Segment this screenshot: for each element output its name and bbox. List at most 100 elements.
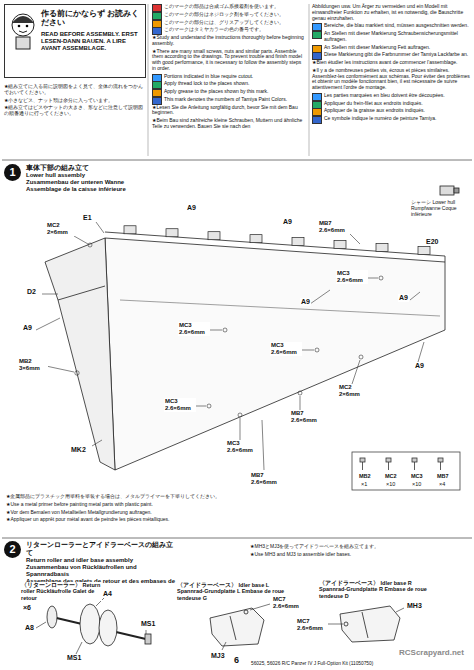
symbol-mark: [312, 31, 322, 39]
part-callout: 〈アイドラーベース〉 Idler base R Spannrad-Grundpl…: [318, 580, 430, 599]
note-text: ★Study and understand the instructions t…: [152, 35, 306, 47]
part-callout: MS1: [66, 654, 82, 662]
suspension-bracket: [166, 229, 178, 237]
part-callout: A9: [398, 294, 409, 302]
heading-text: 作る前にかならず お読みください: [41, 9, 141, 27]
part-callout: MC7 2.6×6mm: [296, 618, 328, 632]
note-text: Portions indicated in blue require cutou…: [152, 74, 306, 80]
part-callout: MB7 2.6×6mm: [290, 410, 322, 424]
note-text: ★There are many small screws, nuts and s…: [152, 49, 306, 72]
note-text: Ce symbole indique le numéro de peinture…: [312, 116, 470, 122]
part-callout: MH3: [406, 602, 423, 610]
part-callout: E1: [82, 214, 93, 222]
part-callout: ×10: [385, 481, 396, 487]
part-callout: MS1: [140, 620, 156, 628]
part-callout: A8: [24, 624, 35, 632]
symbol-mark: [312, 116, 322, 124]
note-text: ★Vor dem Bemalen von Metallteilen Metall…: [6, 510, 336, 516]
note-text: ★Use MH3 and MJ3 to assemble idler bases…: [250, 552, 466, 558]
suspension-bracket: [208, 232, 220, 240]
part-callout: ×4: [438, 481, 446, 487]
part-callout: A9: [414, 362, 425, 370]
part-callout: MC3 2.6×6mm: [336, 270, 368, 284]
note-text: Les parties marquées en bleu doivent êtr…: [312, 93, 470, 99]
heading-text: Lower hull assembly: [26, 172, 194, 179]
note-text: This mark denotes the numbers of Tamiya …: [152, 97, 306, 103]
step-number: 2: [4, 541, 21, 558]
note-text: Apply thread lock to the places shown.: [152, 81, 306, 87]
suspension-bracket: [376, 244, 388, 252]
part-callout: MC2: [384, 473, 398, 479]
part-callout: MB7: [436, 473, 450, 479]
mascot-icon: [8, 11, 38, 51]
note-text: ★Beim Bau sind zahlreiche kleine Schraub…: [152, 118, 306, 130]
part-callout: E20: [425, 238, 439, 246]
note-text: ★Use a metal primer before painting meta…: [6, 502, 336, 508]
note-text: Bereiche, die blau markiert sind, müssen…: [312, 23, 470, 29]
note-column: ★MH3とMJ3を使ってアイドラーベースを組み立てます。 ★Use MH3 and…: [250, 544, 466, 560]
suspension-bracket: [124, 226, 136, 234]
heading-text: READ BEFORE ASSEMBLY. ERST LESEN-DANN BA…: [41, 31, 141, 52]
note-text: このマークの部品は合成ゴム系接着剤を使います。: [152, 4, 306, 10]
note-text: An Stellen mit dieser Markierung Fett au…: [312, 45, 470, 51]
note-text: ★金属部品にプラスチック用塗料を塗装する場合は、メタルプライマーを下塗りしてくだ…: [6, 494, 336, 500]
part-callout: MB2: [358, 473, 372, 479]
part-callout: A9: [282, 218, 293, 226]
note-text: ★Appliquer un apprêt pour métal avant de…: [6, 517, 336, 523]
part-callout: MC3 2.6×6mm: [178, 322, 210, 336]
part-callout: MC7 2.6×6mm: [272, 596, 304, 610]
note-text: An Stellen mit dieser Markierung Schraub…: [312, 31, 470, 43]
part-callout: D2: [26, 288, 37, 296]
part-callout: MK2: [70, 446, 87, 454]
heading-text: Zusammenbau der unteren Wanne: [26, 179, 194, 186]
note-text: ★組み立てはビスやナットの大きさ、形などに注意して説明図の順番通りに行ってくださ…: [4, 105, 146, 117]
note-text: ★MH3とMJ3を使ってアイドラーベースを組み立てます。: [250, 544, 466, 550]
part-callout: A9: [186, 204, 197, 212]
note-text: ★Bien étudier les instructions avant de …: [312, 60, 470, 66]
suspension-bracket: [292, 238, 304, 246]
note-text: このマークはタミヤカラーの色の番号です。: [152, 27, 306, 33]
part-callout: MJ3: [210, 652, 226, 660]
part-callout: MC2 2×6mm: [46, 222, 76, 236]
part-callout: ×1: [360, 481, 368, 487]
part-callout: MB7 2.6×6mm: [250, 472, 282, 486]
part-callout: MB2 3×6mm: [18, 358, 48, 372]
note-column: ★金属部品にプラスチック用塗料を塗装する場合は、メタルプライマーを下塗りしてくだ…: [6, 494, 336, 525]
part-callout: MC3 2.6×6mm: [270, 342, 302, 356]
part-callout: A4: [102, 590, 113, 598]
part-callout: ×6: [22, 604, 32, 612]
note-text: このマークの部分には、グリスアップしてください。: [152, 20, 306, 26]
heading-text: Assemblage de la caisse inférieure: [26, 186, 194, 193]
note-text: Apply grease to the places shown by this…: [152, 89, 306, 95]
part-callout: MC3 2.6×6mm: [226, 440, 258, 454]
part-callout: MC3 2.6×6mm: [164, 398, 196, 412]
suspension-bracket: [250, 235, 262, 243]
kit-title: 56025, 56026 R/C Panzer IV J Full-Option…: [250, 661, 374, 667]
note-column: Abbildungen usw. Um Ärger zu vermeiden u…: [312, 4, 470, 124]
note-column: このマークの部品は合成ゴム系接着剤を使います。このマークの部分はネジロック剤を塗…: [152, 4, 306, 132]
part-callout: MC3: [410, 473, 424, 479]
note-text: ★Il y a de nombreuses petites vis, écrou…: [312, 68, 470, 91]
heading-text: Return roller and idler base assembly: [26, 557, 176, 564]
note-text: ★Lesen Sie die Anleitung sorgfältig durc…: [152, 105, 306, 117]
heading-text: Zusammenbau von Rückläufrollen und Spann…: [26, 564, 176, 578]
step-header: 1車体下部の組み立てLower hull assemblyZusammenbau…: [4, 164, 194, 193]
part-callout: A9: [300, 298, 311, 306]
watermark: RCScrapyard.net: [398, 648, 465, 657]
heading-text: リターンローラーとアイドラーベースの組み立て: [26, 541, 176, 557]
part-callout: A9: [22, 324, 33, 332]
note-text: ★組み立てに入る前に説明図をよく見て、全体の流れをつかんでおいてください。: [4, 84, 146, 96]
part-callout: 〈リターンローラー〉 Return roller Rückläufrolle G…: [20, 582, 102, 601]
note-column: ★組み立てに入る前に説明図をよく見て、全体の流れをつかんでおいてください。★小さ…: [4, 84, 146, 119]
note-text: Diese Markierung gibt die Farbnummer der…: [312, 52, 470, 58]
part-callout: MC2 2×6mm: [338, 384, 368, 398]
note-text: Appliquer du frein-filet aux endroits in…: [312, 101, 470, 107]
suspension-bracket: [334, 241, 346, 249]
part-callout: MB7 2.6×6mm: [318, 220, 350, 234]
step-number: 1: [4, 164, 21, 181]
suspension-bracket: [418, 247, 430, 255]
note-text: このマークの部分はネジロック剤を塗ってください。: [152, 12, 306, 18]
header-box: 作る前にかならず お読みください READ BEFORE ASSEMBLY. ER…: [4, 4, 146, 78]
note-text: Appliquer de la graisse aux endroits ind…: [312, 108, 470, 114]
